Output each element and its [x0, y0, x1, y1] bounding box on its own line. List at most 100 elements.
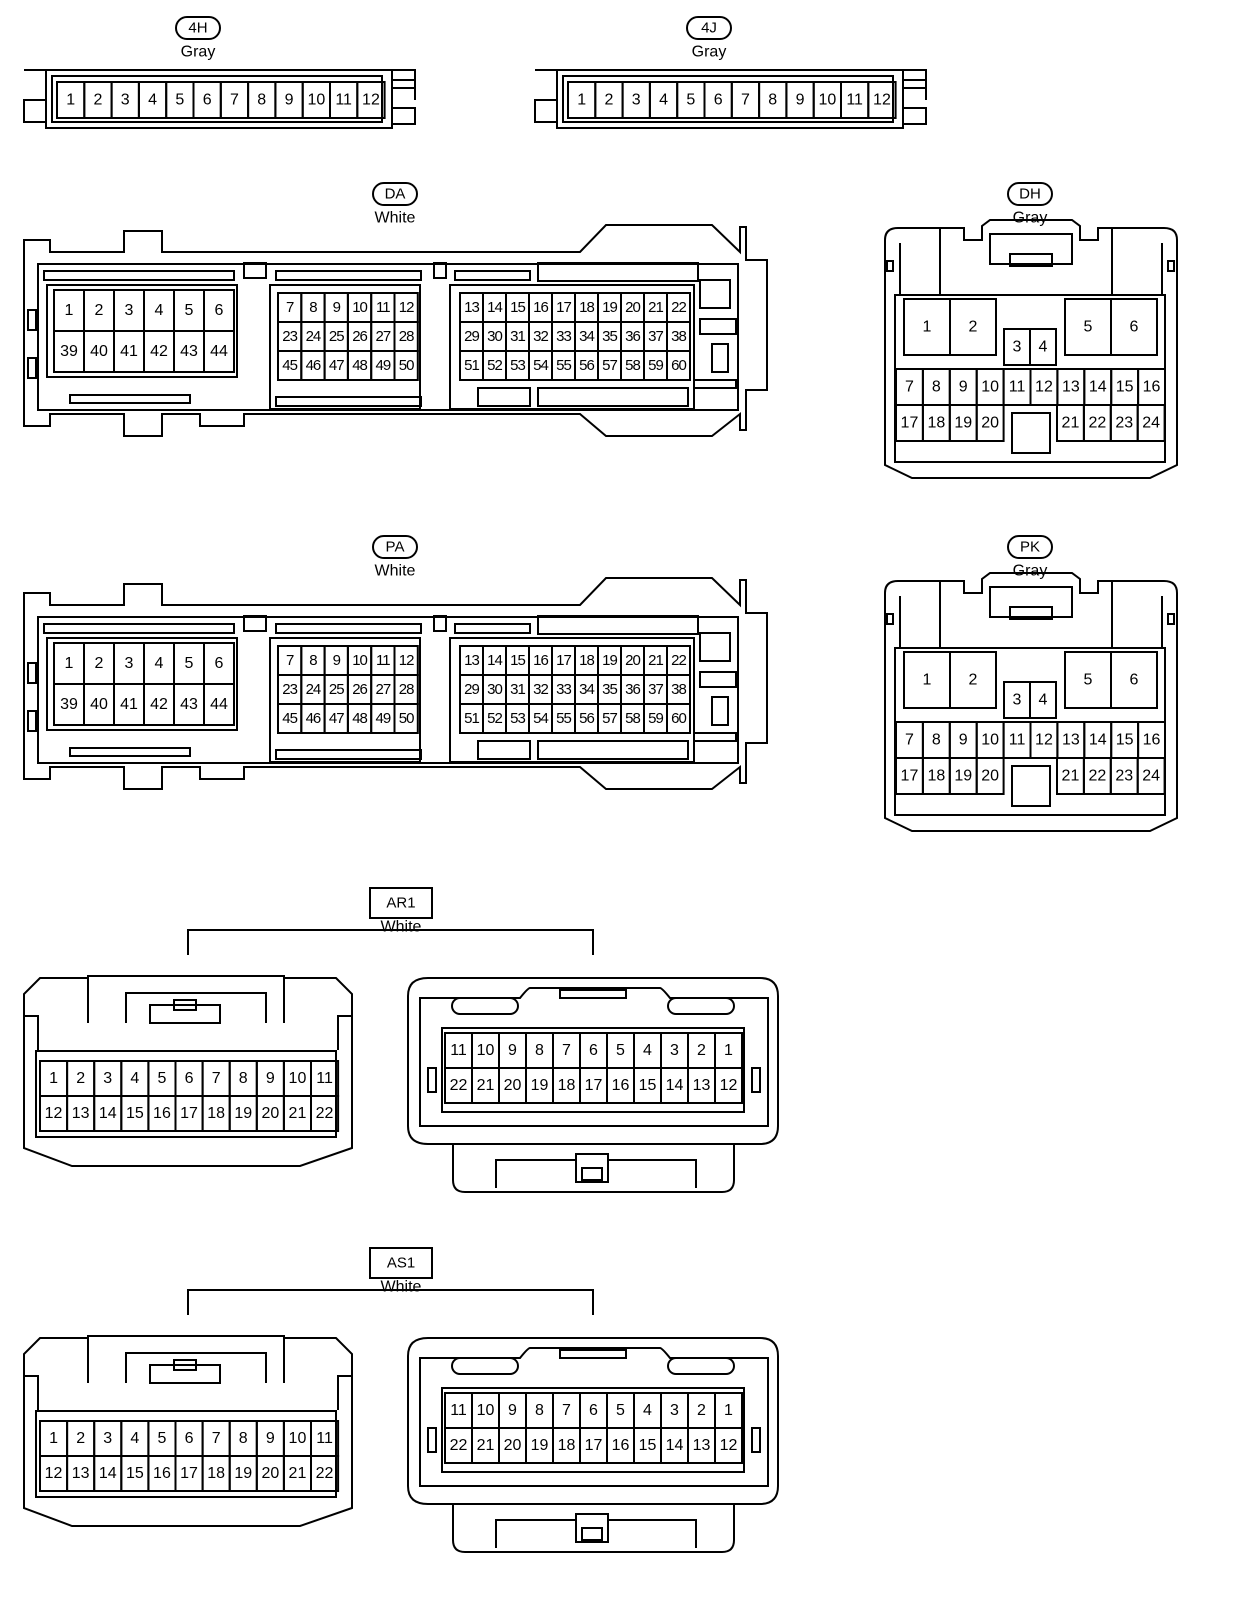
- pin-label: 12: [873, 92, 891, 109]
- pin-label: 56: [579, 357, 594, 374]
- outline: [575, 1153, 609, 1183]
- pin-label: 11: [846, 92, 863, 109]
- connector-body: [884, 572, 1178, 832]
- connector-color: White: [381, 1279, 422, 1296]
- pin-label: 16: [153, 1465, 171, 1482]
- pin-label: 6: [185, 1070, 194, 1087]
- pin-label: 59: [648, 357, 663, 374]
- outline: [51, 75, 383, 123]
- pin-label: 14: [99, 1105, 117, 1122]
- pin-label: 20: [625, 299, 640, 316]
- pin-label: 13: [693, 1077, 711, 1094]
- pin-label: 34: [579, 328, 594, 345]
- pin-label: 10: [981, 379, 999, 396]
- pin-label: 1: [65, 302, 74, 319]
- pin-label: 58: [625, 710, 640, 727]
- pin-label: 22: [671, 299, 686, 316]
- pin-label: 15: [510, 652, 525, 669]
- pin-label: 6: [1130, 672, 1139, 689]
- pin-label: 36: [625, 681, 640, 698]
- pin-label: 23: [1115, 415, 1133, 432]
- outline: [173, 1359, 197, 1371]
- outline: [46, 637, 238, 731]
- pin-label: 19: [954, 768, 972, 785]
- pin-label: 40: [90, 696, 108, 713]
- pin-label: 18: [579, 299, 594, 316]
- pin-label: 14: [1089, 732, 1107, 749]
- outline: [243, 262, 267, 279]
- pin-cell: [949, 651, 997, 709]
- pin-label: 24: [306, 328, 321, 345]
- pin-label: 22: [450, 1437, 468, 1454]
- pin-label: 15: [126, 1465, 144, 1482]
- pin-label: 11: [376, 299, 390, 316]
- connector-id: AR1: [386, 895, 415, 912]
- pin-label: 14: [666, 1077, 684, 1094]
- pin-label: 16: [612, 1437, 630, 1454]
- pin-label: 44: [210, 696, 228, 713]
- pin-label: 4: [148, 92, 157, 109]
- pin-label: 57: [602, 357, 617, 374]
- pin-label: 56: [579, 710, 594, 727]
- pin-label: 27: [376, 328, 391, 345]
- pin-label: 11: [335, 92, 352, 109]
- pin-label: 41: [120, 343, 138, 360]
- pin-label: 9: [266, 1070, 275, 1087]
- pin-label: 17: [585, 1077, 603, 1094]
- pin-label: 8: [239, 1430, 248, 1447]
- pin-label: 13: [464, 299, 479, 316]
- pin-label: 21: [477, 1077, 495, 1094]
- pin-label: 28: [399, 681, 414, 698]
- pin-cell: [1110, 651, 1158, 709]
- pin-cell: [356, 81, 386, 119]
- pin-label: 15: [510, 299, 525, 316]
- outline: [537, 387, 689, 407]
- pin-label: 3: [125, 302, 134, 319]
- outline: [433, 615, 447, 632]
- pin-cell: [203, 330, 235, 373]
- pin-label: 39: [60, 343, 78, 360]
- pin-label: 19: [954, 415, 972, 432]
- connector-id: 4H: [188, 20, 207, 37]
- pin-label: 52: [487, 710, 502, 727]
- pin-label: 11: [376, 652, 390, 669]
- pin-label: 47: [329, 357, 344, 374]
- outline: [454, 623, 531, 634]
- pin-label: 2: [697, 1402, 706, 1419]
- pin-label: 48: [352, 357, 367, 374]
- pin-cell: [1029, 681, 1057, 719]
- connector-id-tag: [369, 1247, 433, 1279]
- pin-label: 22: [316, 1105, 334, 1122]
- pin-label: 8: [257, 92, 266, 109]
- pin-label: 27: [376, 681, 391, 698]
- pin-label: 45: [282, 357, 297, 374]
- outline: [559, 1349, 627, 1359]
- outline: [886, 260, 894, 272]
- pin-label: 4: [643, 1042, 652, 1059]
- pin-label: 53: [510, 710, 525, 727]
- pin-label: 3: [103, 1430, 112, 1447]
- pin-label: 5: [616, 1402, 625, 1419]
- pin-label: 10: [477, 1042, 495, 1059]
- pin-label: 40: [90, 343, 108, 360]
- pin-label: 54: [533, 710, 548, 727]
- pin-label: 8: [535, 1402, 544, 1419]
- pin-label: 14: [487, 652, 502, 669]
- pin-label: 1: [49, 1430, 58, 1447]
- outline: [275, 623, 422, 634]
- pin-label: 12: [45, 1105, 63, 1122]
- connector-id-tag: [175, 16, 221, 40]
- pin-label: 10: [352, 299, 367, 316]
- bracket: [187, 1289, 594, 1315]
- outline: [27, 309, 37, 331]
- pin-label: 13: [464, 652, 479, 669]
- pin-label: 6: [215, 302, 224, 319]
- pin-label: 33: [556, 681, 571, 698]
- pin-label: 31: [510, 328, 525, 345]
- pin-label: 16: [1143, 379, 1161, 396]
- pin-label: 12: [399, 299, 414, 316]
- pin-label: 54: [533, 357, 548, 374]
